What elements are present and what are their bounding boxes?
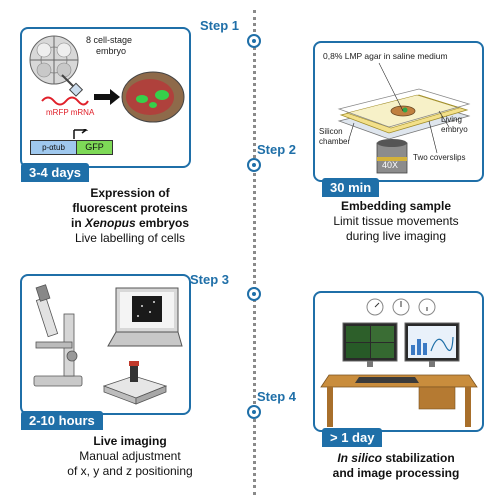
right-arrow-icon	[94, 89, 120, 105]
embryo-label-line2: embryo	[96, 46, 127, 56]
step-1-label: Step 1	[200, 18, 240, 33]
step-1-marker	[247, 34, 261, 48]
step-2-label: Step 2	[257, 142, 297, 157]
step-1-caption: Expression of fluorescent proteins in Xe…	[30, 186, 230, 246]
step-3-duration-badge: 2-10 hours	[21, 411, 103, 430]
desk-icon	[320, 374, 478, 427]
step-1-duration-badge: 3-4 days	[21, 163, 90, 182]
caption-suffix: embryos	[135, 216, 190, 230]
silicon-label-line2: chamber	[319, 137, 351, 146]
step-2-marker	[247, 158, 261, 172]
syringe-icon	[61, 74, 84, 97]
step-2-caption: Embedding sample Limit tissue movements …	[296, 199, 496, 244]
living-label-line1: Living	[441, 115, 462, 124]
step-1-caption-line2: fluorescent proteins	[72, 201, 188, 215]
caption-in-silico: In silico	[337, 451, 382, 465]
step-4-caption-line2: and image processing	[332, 466, 460, 480]
timeline-dotted-line	[253, 10, 256, 495]
step-3-panel	[20, 274, 191, 415]
embryo-8cell-icon	[29, 35, 79, 85]
step-1-caption-line4: Live labelling of cells	[74, 231, 186, 245]
mrna-wave-icon	[41, 96, 89, 106]
gfp-block: GFP	[76, 140, 113, 155]
step-4-panel	[313, 291, 484, 432]
step-2-caption-line2: Limit tissue movements	[333, 214, 459, 228]
objective-label: 40X	[382, 160, 399, 170]
step-4-caption: In silico stabilization and image proces…	[296, 451, 496, 481]
living-label-line2: embryo	[441, 125, 468, 134]
step-2-panel: 0,8% LMP agar in saline medium Silicon c…	[313, 41, 484, 182]
step-2-caption-line3: during live imaging	[345, 229, 447, 243]
step-2-caption-line1: Embedding sample	[340, 199, 452, 213]
microscope-icon	[33, 284, 83, 387]
step-3-caption-line2: Manual adjustment	[79, 449, 181, 463]
step-1-panel: 8 cell-stage embryo mRFP mRNA p-αtub GFP	[20, 27, 191, 168]
step-4-label: Step 4	[257, 389, 297, 404]
step-4-duration-badge: > 1 day	[322, 428, 383, 447]
caption-stabilization: stabilization	[382, 451, 455, 465]
agar-label: 0,8% LMP agar in saline medium	[323, 51, 448, 61]
step-1-caption-line3: in Xenopus embryos	[30, 216, 230, 231]
laptop-icon	[107, 287, 183, 347]
step-4-marker	[247, 405, 261, 419]
step-3-caption-line1: Live imaging	[93, 434, 167, 448]
mrna-label: mRFP mRNA	[46, 108, 95, 117]
caption-prefix: in	[70, 216, 85, 230]
coverslips-label: Two coverslips	[413, 153, 466, 162]
step-3-caption: Live imaging Manual adjustment of x, y a…	[30, 434, 230, 479]
promoter-block: p-αtub	[30, 140, 77, 155]
stage-device-icon	[102, 361, 168, 405]
embedding-chamber-icon	[337, 62, 471, 174]
step-1-caption-line1: Expression of	[90, 186, 170, 200]
step-2-duration-badge: 30 min	[322, 178, 380, 197]
silicon-label-line1: Silicon	[319, 127, 343, 136]
step-3-label: Step 3	[190, 272, 230, 287]
caption-species: Xenopus	[84, 216, 136, 230]
dual-monitor-icon	[342, 322, 460, 367]
promoter-flag-icon	[73, 129, 89, 139]
fluorescent-embryo-icon	[121, 71, 185, 123]
embryo-label-line1: 8 cell-stage	[86, 35, 133, 45]
clocks-icon	[366, 298, 436, 316]
step-3-marker	[247, 287, 261, 301]
step-4-caption-line1: In silico stabilization	[296, 451, 496, 466]
step-3-caption-line3: of x, y and z positioning	[67, 464, 193, 478]
